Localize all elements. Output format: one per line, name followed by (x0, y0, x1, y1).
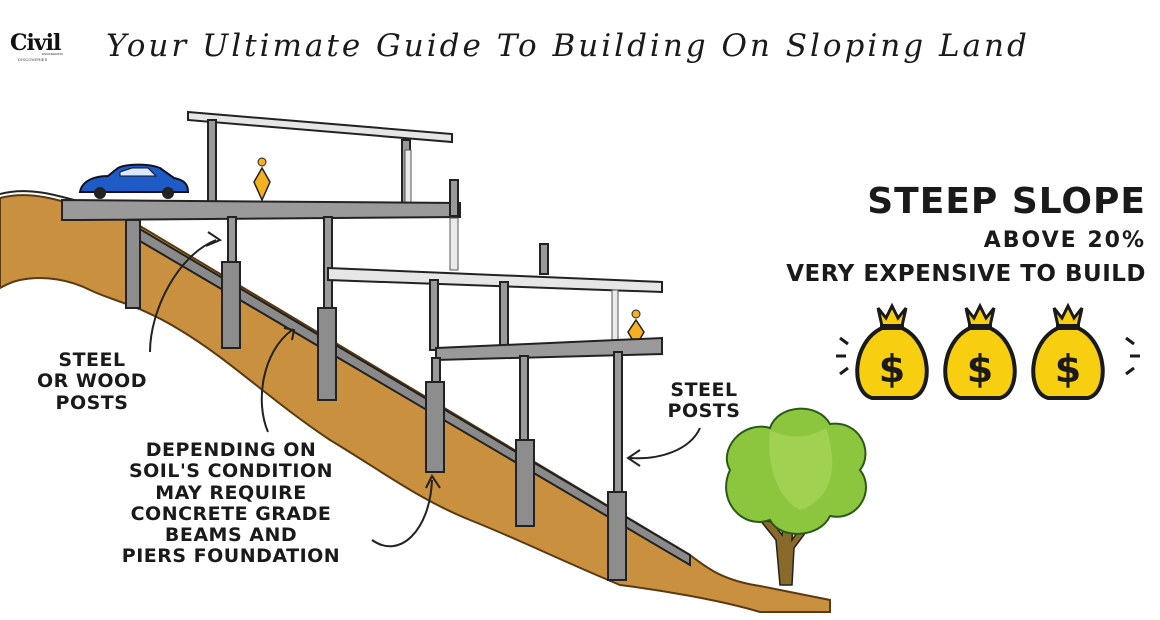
label-steel-or-wood-posts: STEEL OR WOOD POSTS (32, 349, 152, 414)
column-3c (613, 351, 623, 497)
column-2a (323, 216, 333, 310)
slope-threshold: ABOVE 20% (983, 228, 1146, 253)
column-2c (499, 281, 509, 351)
brand-logo: Civil ENGINEERING DISCOVERIES (8, 30, 74, 66)
tree-icon (725, 407, 867, 586)
label-line: SOIL'S CONDITION (128, 460, 334, 483)
slope-cost-note: VERY EXPENSIVE TO BUILD (786, 261, 1146, 287)
slope-heading: STEEP SLOPE (867, 181, 1146, 222)
arrow-foundation-upper (260, 329, 293, 433)
hillside-soil (0, 188, 1160, 620)
label-foundation-note: DEPENDING ON SOIL'S CONDITION MAY REQUIR… (96, 439, 366, 568)
dollar-sign: $ (1055, 347, 1081, 391)
arrow-foundation-lower-head (425, 474, 441, 489)
sparkle-line (1125, 336, 1135, 346)
pier-1 (125, 219, 141, 309)
sparkle-line (1125, 366, 1135, 376)
column-top-a (207, 119, 217, 207)
money-bag-icon: $ (855, 302, 929, 400)
arrow-foundation-upper-head (283, 327, 296, 341)
person-icon-upper (253, 157, 271, 202)
logo-tagline: ENGINEERING (42, 52, 64, 56)
label-line: DEPENDING ON (145, 439, 317, 461)
arrow-steel-wood-posts (149, 239, 217, 353)
label-line: PIERS FOUNDATION (121, 545, 341, 568)
dollar-sign: $ (879, 347, 905, 391)
floor-slab-3 (435, 336, 663, 362)
arrow-foundation-lower (371, 479, 433, 548)
money-bag-icon: $ (943, 302, 1017, 400)
label-line: STEEL (670, 379, 738, 401)
money-bag-icon: $ (1031, 302, 1105, 400)
sparkle-line (839, 366, 849, 376)
parapet-1 (449, 179, 459, 217)
column-1b (227, 216, 237, 266)
logo-subtext: DISCOVERIES (18, 57, 48, 62)
arrow-steel-wood-posts-head (205, 231, 223, 247)
label-line: POSTS (55, 391, 129, 414)
pier-6 (607, 491, 627, 581)
label-line: OR WOOD (37, 370, 147, 393)
pier-4 (425, 381, 445, 473)
column-3b (519, 355, 529, 445)
dollar-sign: $ (967, 347, 993, 391)
label-steel-posts: STEEL POSTS (654, 379, 754, 423)
label-line: CONCRETE GRADE (130, 502, 332, 525)
glass-top (404, 149, 412, 207)
label-line: MAY REQUIRE (155, 481, 307, 504)
logo-text: Civil (10, 30, 61, 56)
glass-1 (449, 217, 459, 271)
floor-slab-2 (327, 266, 663, 294)
pier-2 (221, 261, 241, 349)
arrow-steel-posts (629, 427, 701, 460)
money-bags: $ $ $ (836, 302, 1140, 400)
parapet-2 (539, 243, 549, 275)
page-title: Your Ultimate Guide To Building On Slopi… (106, 28, 1030, 64)
pier-5 (515, 439, 535, 527)
floor-slab-1 (61, 198, 461, 221)
car-icon (78, 163, 190, 199)
arrow-steel-posts-head (626, 449, 641, 467)
roof-level-1 (187, 110, 453, 144)
label-line: BEAMS AND (164, 524, 298, 547)
pier-3 (317, 307, 337, 401)
label-line: POSTS (667, 400, 741, 423)
column-2b (429, 279, 439, 351)
label-line: STEEL (58, 349, 126, 371)
sparkle-line (839, 336, 849, 346)
